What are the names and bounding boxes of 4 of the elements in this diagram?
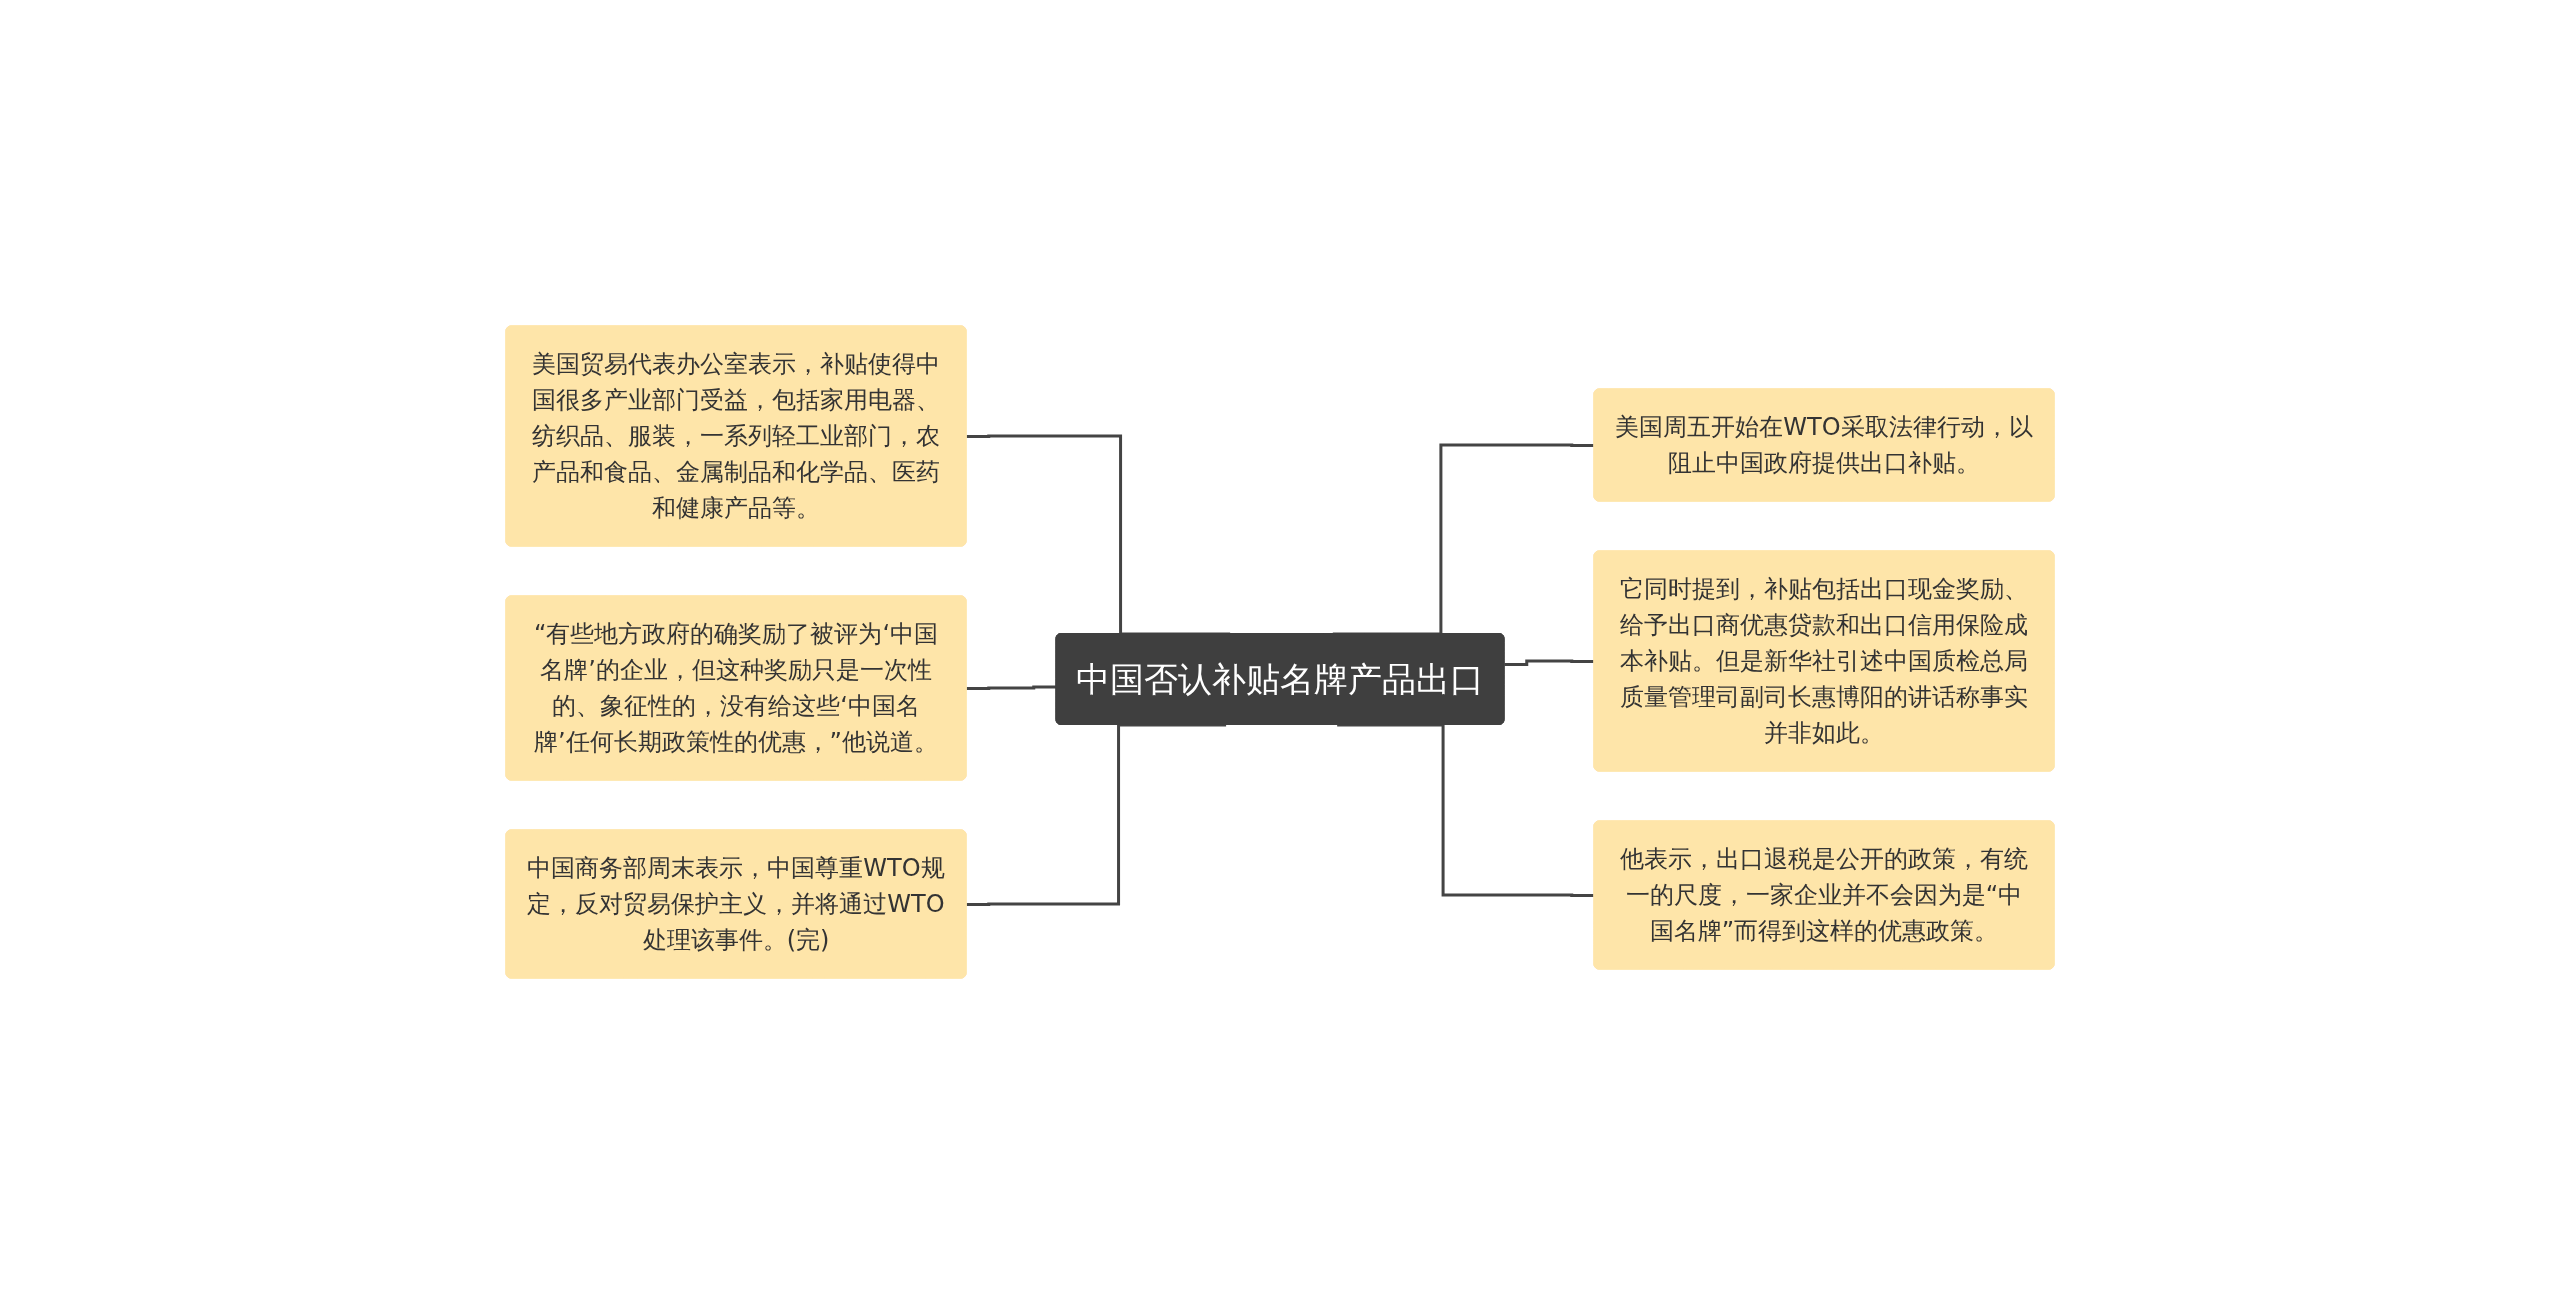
connector	[1504, 659, 1595, 666]
connector	[1337, 723, 1595, 897]
connector	[966, 685, 1057, 690]
connector	[966, 723, 1227, 906]
